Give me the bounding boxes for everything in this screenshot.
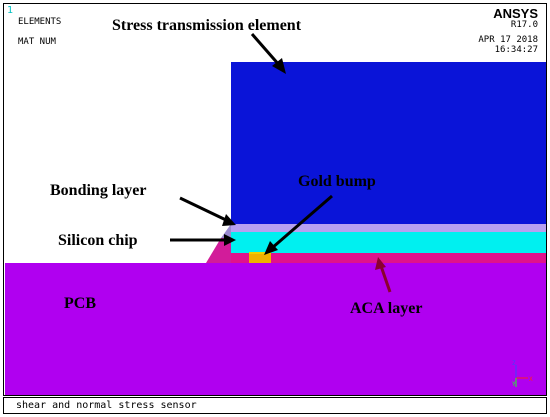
plot-date: APR 17 2018 <box>478 35 538 45</box>
bonding-layer-region <box>231 224 546 232</box>
gold-bump-edge <box>249 252 271 254</box>
label-silicon-chip: Silicon chip <box>58 232 138 249</box>
ansys-version: R17.0 <box>510 20 538 30</box>
bonding-fillet <box>221 224 231 238</box>
triad-y: Y <box>512 381 516 388</box>
window-number: 1 <box>7 5 14 16</box>
triad-x: X <box>529 376 533 383</box>
label-stress-element: Stress transmission element <box>112 17 302 34</box>
arrow-gold-bump <box>264 194 333 255</box>
arrow-silicon-chip <box>170 234 236 246</box>
display-option: MAT NUM <box>18 37 56 47</box>
plot-time: 16:34:27 <box>494 45 538 55</box>
pcb-region <box>5 263 546 395</box>
label-aca-layer: ACA layer <box>350 300 422 317</box>
status-bar: shear and normal stress sensor <box>3 397 547 414</box>
label-pcb: PCB <box>64 295 96 312</box>
arrow-stress-element <box>250 33 286 74</box>
triad-z: Z <box>512 360 516 367</box>
stress-element-region <box>231 62 546 224</box>
display-mode: ELEMENTS <box>18 17 62 27</box>
label-gold-bump: Gold bump <box>298 173 376 190</box>
status-title: shear and normal stress sensor <box>16 400 197 411</box>
arrow-aca-layer <box>375 257 392 293</box>
aca-layer-region <box>221 253 546 263</box>
label-bonding-layer: Bonding layer <box>50 182 146 199</box>
ansys-logo: ANSYS <box>493 6 538 21</box>
axis-triad-icon: Z Y X <box>512 360 533 388</box>
arrow-bonding-layer <box>179 196 236 226</box>
gold-bump-region <box>249 252 271 263</box>
silicon-chip-region <box>231 232 546 253</box>
